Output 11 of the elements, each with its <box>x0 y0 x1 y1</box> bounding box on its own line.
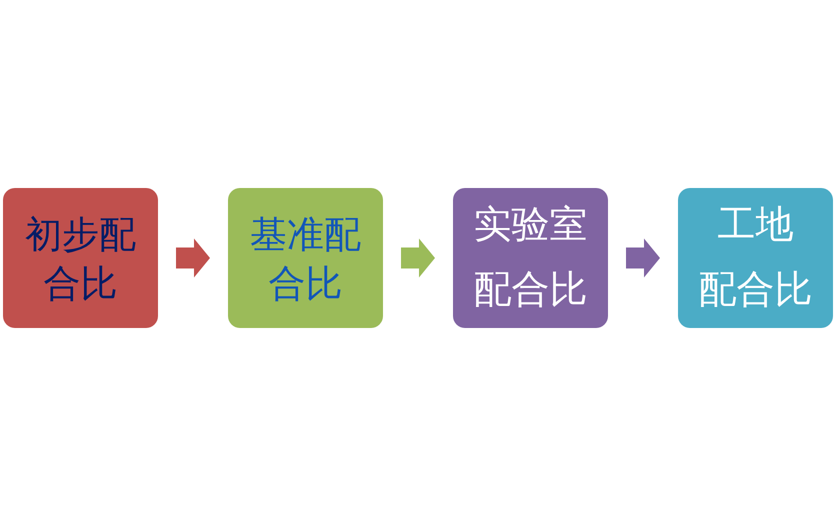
step-label: 实验室配合比 <box>474 203 588 313</box>
process-box <box>228 188 383 328</box>
step-label: 初步配合比 <box>25 214 136 307</box>
step-label: 基准配合比 <box>250 214 361 307</box>
process-box <box>3 188 158 328</box>
block-arrow <box>176 238 210 278</box>
block-arrow <box>401 238 435 278</box>
step-label: 工地配合比 <box>698 203 812 313</box>
block-arrow <box>626 238 660 278</box>
process-box <box>453 188 608 328</box>
process-box <box>678 188 833 328</box>
